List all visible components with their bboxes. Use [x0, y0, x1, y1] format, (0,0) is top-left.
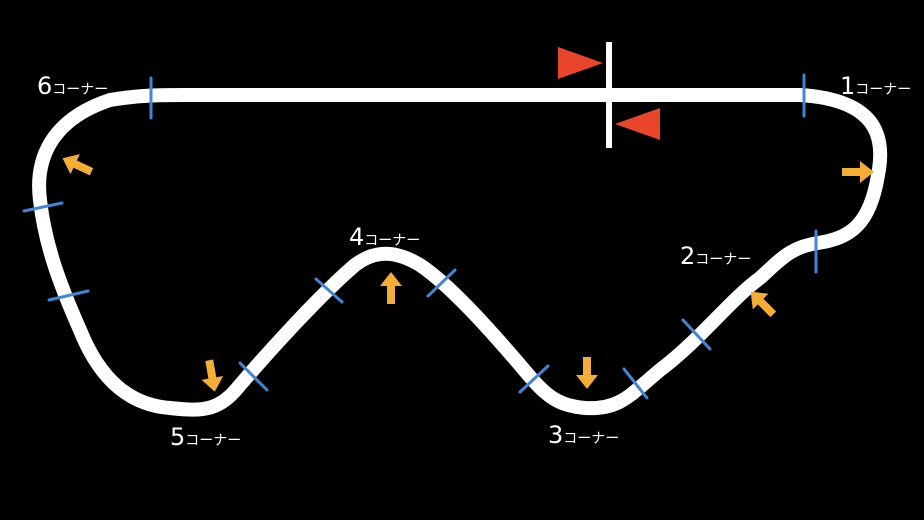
corner-number: 5	[170, 423, 186, 451]
corner-number: 1	[840, 72, 856, 100]
corner-number: 3	[548, 421, 564, 449]
corner-suffix: コーナー	[185, 433, 242, 449]
corner-number: 2	[680, 242, 696, 270]
arrow-icon	[750, 291, 777, 318]
segment-marker	[681, 318, 712, 351]
corner-number: 6	[37, 72, 53, 100]
corner-label-3: 3コーナー	[548, 423, 619, 447]
arrow-icon	[380, 272, 402, 304]
corner-suffix: コーナー	[695, 252, 752, 268]
arrow-icon	[62, 154, 94, 176]
direction-arrows	[62, 154, 874, 392]
arrow-icon	[201, 359, 224, 392]
corner-label-2: 2コーナー	[680, 244, 751, 268]
segment-marker	[47, 289, 90, 302]
corner-suffix: コーナー	[563, 431, 620, 447]
corner-label-6: 6コーナー	[37, 74, 108, 98]
corner-number: 4	[349, 223, 365, 251]
segment-markers	[22, 73, 818, 400]
corner-label-1: 1コーナー	[840, 74, 911, 98]
segment-marker	[426, 268, 457, 298]
start-flag-lower-icon	[615, 108, 660, 140]
start-flag-upper-icon	[558, 47, 603, 79]
corner-suffix: コーナー	[52, 82, 109, 98]
corner-suffix: コーナー	[855, 82, 912, 98]
segment-marker	[238, 361, 269, 392]
segment-marker	[518, 364, 550, 394]
segment-marker	[622, 367, 649, 400]
segment-marker	[314, 277, 344, 304]
corner-label-5: 5コーナー	[170, 425, 241, 449]
track-path	[32, 88, 888, 417]
arrow-icon	[576, 357, 598, 389]
corner-suffix: コーナー	[364, 233, 421, 249]
segment-marker	[22, 201, 64, 213]
arrow-icon	[842, 161, 874, 183]
corner-label-4: 4コーナー	[349, 225, 420, 249]
